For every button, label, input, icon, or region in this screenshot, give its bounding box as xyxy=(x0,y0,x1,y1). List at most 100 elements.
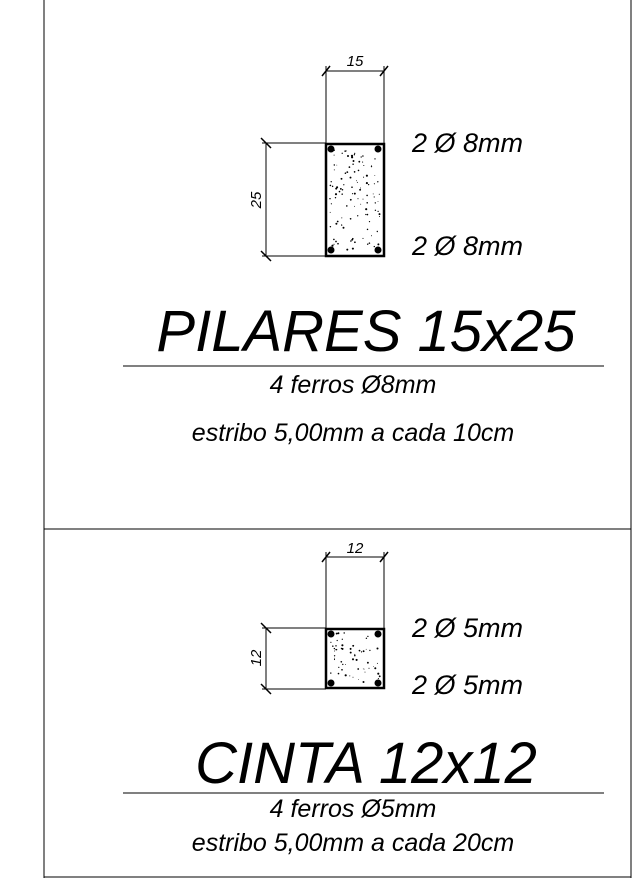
cinta-width-label: 12 xyxy=(347,540,364,557)
concrete-speck xyxy=(373,183,375,185)
concrete-speck xyxy=(366,243,369,245)
concrete-speck xyxy=(340,177,343,180)
concrete-speck xyxy=(333,243,335,245)
concrete-speck xyxy=(372,193,374,195)
concrete-speck xyxy=(329,225,332,228)
concrete-speck xyxy=(367,183,370,186)
concrete-speck xyxy=(360,203,362,205)
concrete-speck xyxy=(373,245,375,248)
cinta-spec-bars: 4 ferros Ø5mm xyxy=(270,795,437,823)
cinta-height-dimension xyxy=(260,622,326,695)
pilar-cross-section xyxy=(324,142,386,258)
cinta-bottom-bars-label: 2 Ø 5mm xyxy=(411,670,523,700)
pilar-concrete-texture xyxy=(329,149,381,251)
concrete-speck xyxy=(349,647,352,650)
pilar-rebar-top-left xyxy=(327,145,335,153)
concrete-speck xyxy=(362,161,364,163)
concrete-speck xyxy=(354,152,356,154)
concrete-speck xyxy=(351,186,353,188)
concrete-speck xyxy=(365,208,368,211)
concrete-speck xyxy=(377,672,380,675)
concrete-speck xyxy=(360,187,361,189)
concrete-speck xyxy=(330,203,332,205)
concrete-speck xyxy=(378,675,381,678)
concrete-speck xyxy=(354,205,355,207)
concrete-speck xyxy=(367,635,369,638)
concrete-speck xyxy=(333,658,336,661)
pilar-width-label: 15 xyxy=(347,53,364,70)
pilar-rebar-top-right xyxy=(374,145,382,153)
concrete-speck xyxy=(334,197,337,199)
concrete-speck xyxy=(333,169,335,171)
concrete-speck xyxy=(362,198,364,200)
concrete-speck xyxy=(368,667,370,669)
concrete-speck xyxy=(374,175,376,176)
concrete-speck xyxy=(362,650,365,653)
concrete-speck xyxy=(362,668,364,670)
concrete-speck xyxy=(333,655,336,657)
concrete-speck xyxy=(329,184,332,187)
cinta-rebar-top-left xyxy=(327,630,335,638)
concrete-speck xyxy=(346,171,349,174)
concrete-speck xyxy=(337,632,340,635)
concrete-speck xyxy=(351,658,355,661)
concrete-speck xyxy=(378,213,381,216)
cinta-concrete-texture xyxy=(329,632,381,684)
concrete-speck xyxy=(376,662,378,664)
concrete-speck xyxy=(355,180,357,182)
concrete-speck xyxy=(377,243,380,246)
concrete-speck xyxy=(334,657,336,659)
concrete-speck xyxy=(341,647,344,650)
concrete-speck xyxy=(344,172,347,174)
concrete-speck xyxy=(336,164,338,166)
concrete-speck xyxy=(351,247,354,250)
concrete-speck xyxy=(374,202,376,204)
concrete-speck xyxy=(346,154,350,158)
concrete-speck xyxy=(358,679,359,681)
pilar-height-dimension xyxy=(260,137,326,262)
concrete-speck xyxy=(353,154,356,156)
concrete-speck xyxy=(344,674,347,677)
concrete-speck xyxy=(360,651,363,653)
concrete-speck xyxy=(365,174,368,177)
pilar-section: 15 25 2 Ø 8mm 2 Ø 8mm PILARES 15x25 4 fe… xyxy=(123,53,604,447)
concrete-speck xyxy=(357,668,360,670)
concrete-speck xyxy=(349,176,352,179)
concrete-speck xyxy=(338,666,340,669)
concrete-speck xyxy=(376,647,379,650)
concrete-speck xyxy=(330,641,332,643)
concrete-speck xyxy=(336,220,339,223)
concrete-speck xyxy=(341,189,344,191)
concrete-speck xyxy=(333,164,336,166)
concrete-speck xyxy=(341,668,343,671)
concrete-speck xyxy=(368,242,371,244)
concrete-speck xyxy=(340,660,343,663)
concrete-speck xyxy=(373,196,375,198)
concrete-speck xyxy=(334,650,335,652)
concrete-speck xyxy=(356,181,358,183)
pilar-bottom-bars-label: 2 Ø 8mm xyxy=(411,231,523,261)
concrete-speck xyxy=(357,215,359,217)
concrete-speck xyxy=(378,215,381,218)
cinta-rebar-top-right xyxy=(374,630,382,638)
concrete-speck xyxy=(363,176,365,178)
concrete-speck xyxy=(341,638,343,640)
concrete-speck xyxy=(332,645,334,647)
concrete-speck xyxy=(333,238,335,241)
concrete-speck xyxy=(357,169,360,172)
concrete-speck xyxy=(377,181,379,183)
concrete-speck xyxy=(337,242,339,245)
concrete-speck xyxy=(359,188,362,191)
sheet-frame xyxy=(43,0,632,878)
concrete-speck xyxy=(329,197,331,200)
concrete-speck xyxy=(362,680,365,684)
concrete-speck xyxy=(340,188,342,190)
concrete-speck xyxy=(330,181,332,183)
concrete-speck xyxy=(378,193,380,195)
concrete-speck xyxy=(346,248,349,251)
concrete-speck xyxy=(363,164,365,167)
concrete-speck xyxy=(377,210,379,213)
concrete-speck xyxy=(351,193,354,195)
concrete-speck xyxy=(353,171,356,173)
concrete-speck xyxy=(335,240,337,243)
